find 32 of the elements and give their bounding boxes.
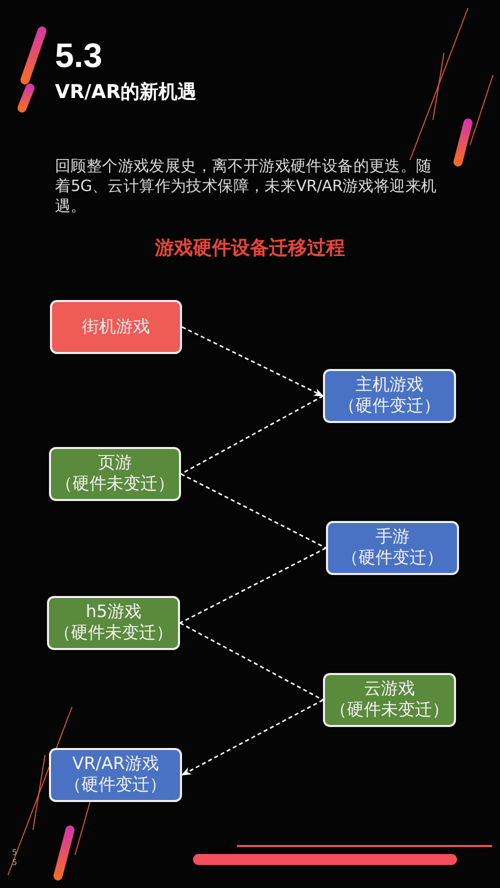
process-box [323, 369, 456, 423]
node-label: （硬件未变迁） [330, 700, 449, 721]
process-box [49, 447, 181, 501]
dashed-line [180, 547, 326, 624]
page-number: 5 [12, 858, 18, 867]
page-number: 5 [12, 848, 18, 857]
node-label: （硬件未变迁） [54, 623, 173, 644]
node-label: （硬件变迁） [338, 396, 440, 417]
node-label: （硬件变迁） [342, 548, 444, 569]
process-box [49, 748, 182, 802]
node-label: （硬件变迁） [64, 775, 166, 796]
dashed-line [180, 395, 324, 475]
node-label: 手游 [376, 527, 410, 548]
process-box [326, 521, 459, 575]
node-label: VR/AR游戏 [72, 754, 159, 775]
process-box [47, 596, 180, 650]
dashed-arrow [182, 326, 324, 397]
dashed-line [180, 473, 326, 549]
node-label: 主机游戏 [356, 375, 424, 396]
subtitle: VR/AR的新机遇 [55, 80, 197, 104]
process-box [50, 300, 182, 354]
node-label: 街机游戏 [82, 316, 150, 338]
process-box [323, 673, 456, 727]
title: 5.3 [55, 36, 102, 76]
dashed-arrow [181, 699, 324, 776]
node-label: h5游戏 [86, 602, 142, 623]
node-label: （硬件未变迁） [56, 474, 174, 495]
dashed-line [180, 622, 324, 701]
node-label: 页游 [98, 453, 132, 474]
section-heading: 游戏硬件设备迁移过程 [154, 236, 346, 260]
node-label: 云游戏 [364, 679, 415, 700]
paragraph: 回顾整个游戏发展史，离不开游戏硬件设备的更迭。随着5G、云计算作为技术保障，未来VR/AR游戏将迎来机遇。 [55, 156, 438, 216]
